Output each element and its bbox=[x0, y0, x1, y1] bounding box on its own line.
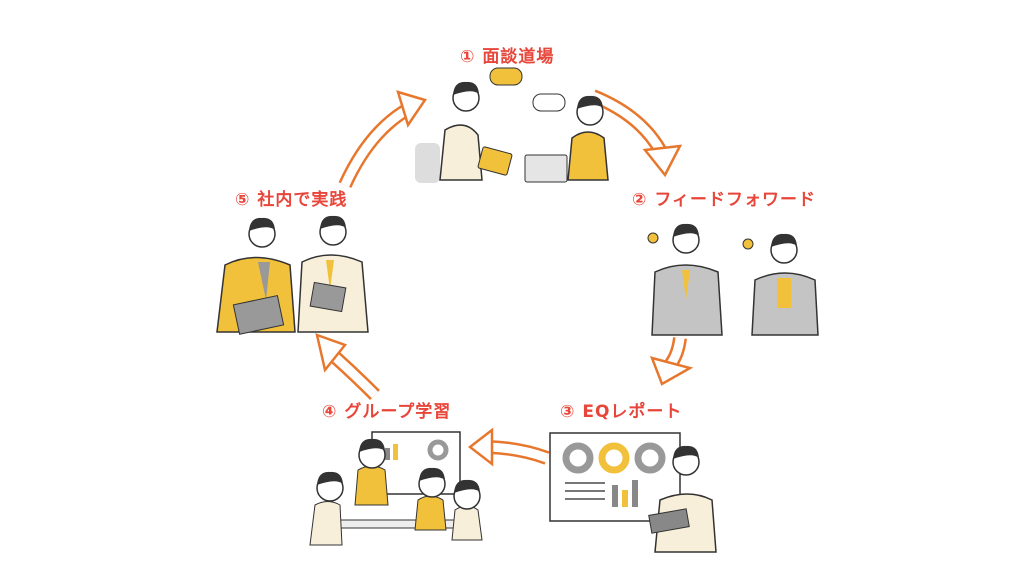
arrow-3-to-4 bbox=[467, 427, 550, 467]
step-2-label: ② フィードフォワード bbox=[632, 190, 816, 210]
step-1-label: ① 面談道場 bbox=[460, 47, 555, 67]
step-4-label: ④ グループ学習 bbox=[322, 402, 452, 422]
illustration-workplace-practice bbox=[216, 215, 369, 335]
illustration-group-learning bbox=[309, 431, 483, 546]
arrow-1-to-2 bbox=[590, 89, 683, 178]
arrow-4-to-5 bbox=[315, 333, 380, 400]
step-3-label: ③ EQレポート bbox=[560, 402, 683, 422]
illustration-interview bbox=[415, 67, 609, 183]
step-5-label: ⑤ 社内で実践 bbox=[235, 190, 348, 210]
illustration-feedforward bbox=[647, 223, 819, 336]
arrow-5-to-1 bbox=[338, 90, 427, 188]
arrow-2-to-3 bbox=[649, 337, 694, 386]
illustration-eq-report bbox=[549, 432, 717, 553]
